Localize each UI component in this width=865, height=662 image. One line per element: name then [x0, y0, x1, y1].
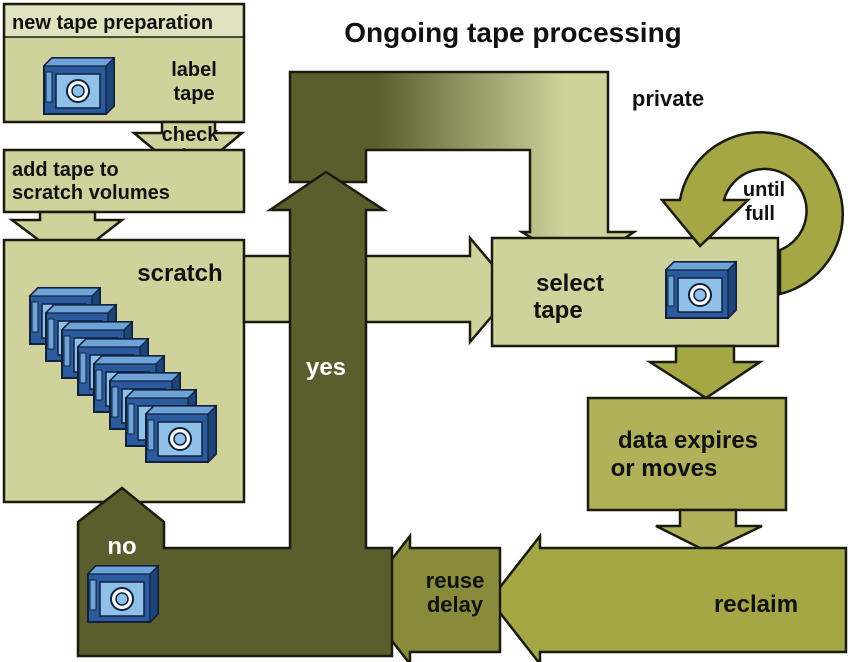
reclaim-arrow: [488, 532, 848, 662]
selected-tape-icon: [665, 261, 737, 319]
reclaim-label: reclaim: [714, 591, 798, 618]
label-tape-label-line2: tape: [173, 83, 214, 105]
data-expires-label-line1: data expires: [618, 427, 758, 454]
select-tape-label-line2: tape: [533, 297, 582, 324]
yes-label: yes: [306, 354, 346, 381]
add-tape-label-line2: scratch volumes: [12, 182, 170, 204]
decision-path-arrow: [76, 170, 394, 658]
select-to-expires-arrow: [645, 344, 765, 400]
private-return-arrow: [288, 70, 639, 270]
private-label: private: [632, 86, 704, 111]
until-full-loop-arrow: [659, 131, 844, 296]
page-title: Ongoing tape processing: [344, 17, 682, 48]
reuse-delay-label-line1: reuse: [426, 568, 485, 593]
add-tape-box: [2, 148, 246, 214]
check-in-label-line1: check: [162, 124, 220, 146]
select-tape-label-line1: select: [536, 270, 604, 297]
expires-to-reclaim-arrow: [655, 508, 763, 554]
rejected-tape-icon: [87, 565, 159, 623]
reuse-delay-label-line2: delay: [427, 592, 484, 617]
scratch-to-select-arrow: [242, 234, 516, 346]
until-full-label-line2: full: [745, 203, 775, 225]
tape-cartridge-icon: [43, 57, 115, 115]
no-label: no: [107, 533, 136, 560]
new-tape-preparation-label: new tape preparation: [12, 12, 213, 34]
scratch-label: scratch: [137, 260, 222, 287]
data-expires-label-line2: or moves: [611, 455, 718, 482]
add-tape-label-line1: add tape to: [12, 159, 119, 181]
data-expires-box: [586, 396, 788, 512]
until-full-label-line1: until: [743, 179, 785, 201]
label-tape-label-line1: label: [171, 59, 217, 81]
